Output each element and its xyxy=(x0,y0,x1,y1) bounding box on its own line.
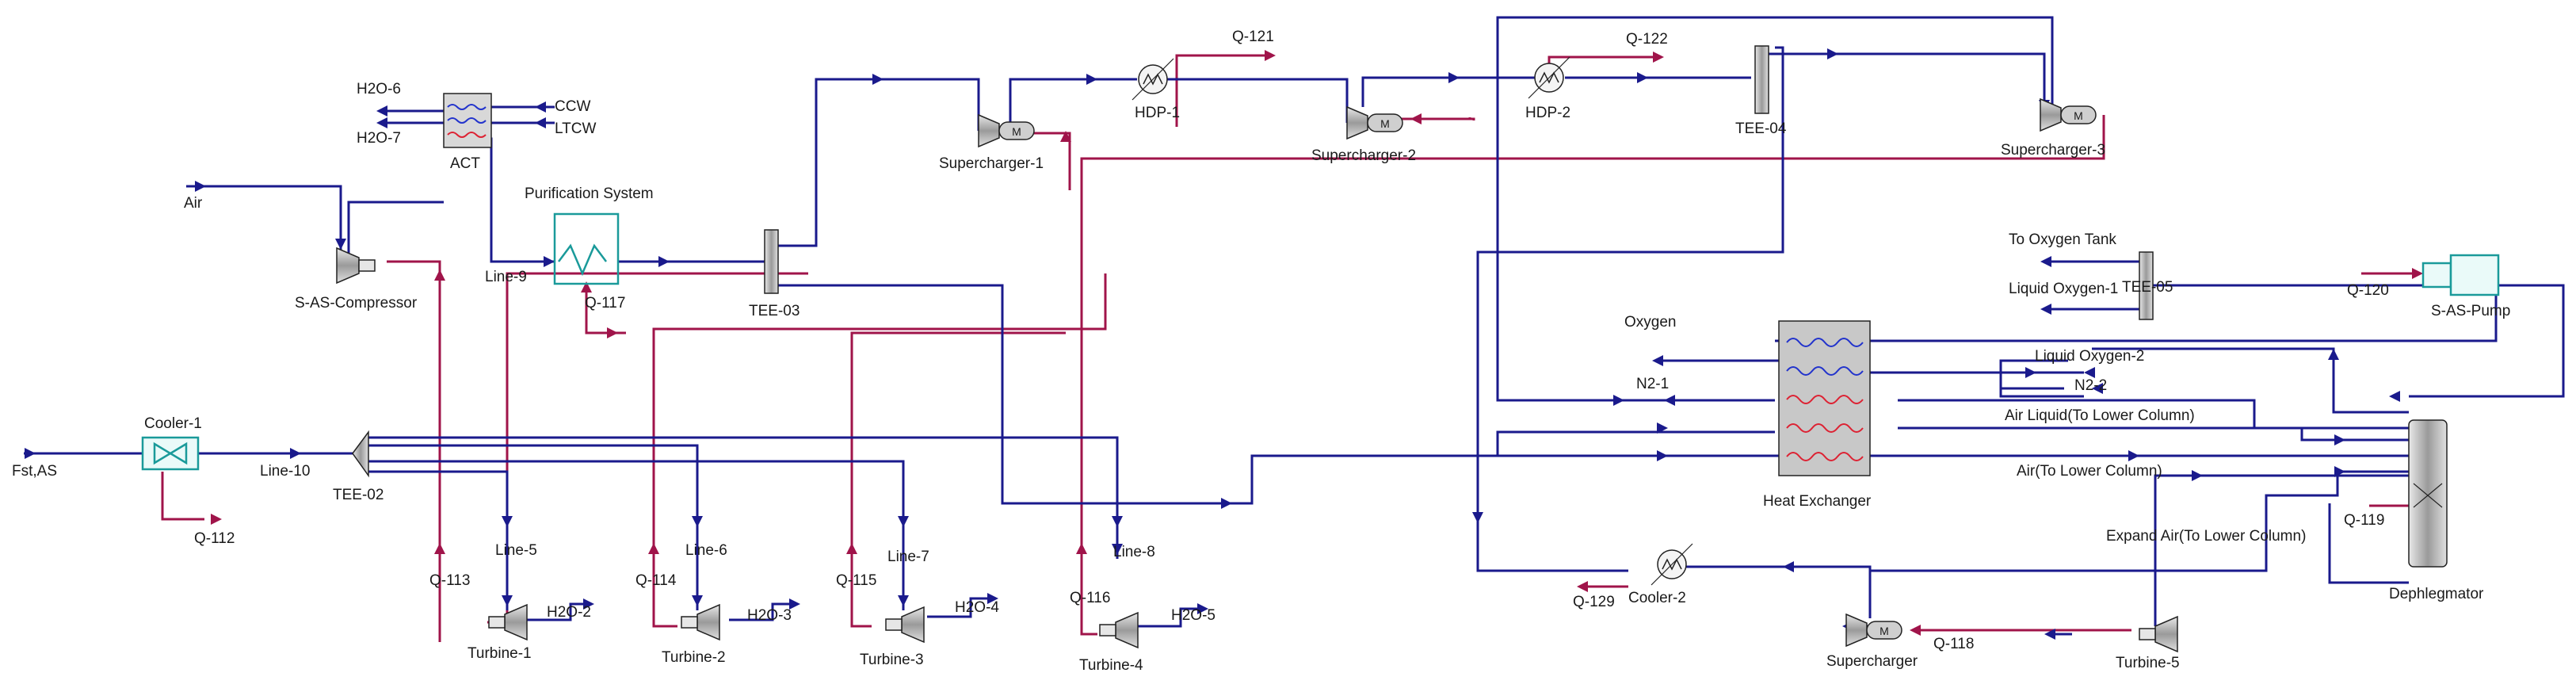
hdp-2-cooler[interactable] xyxy=(1528,56,1570,99)
energy-arrows xyxy=(211,50,2423,636)
material-arrows xyxy=(25,48,2400,640)
label-tee-05: TEE-05 xyxy=(2122,279,2173,296)
label-line-7: Line-7 xyxy=(887,549,929,565)
hdp-1-cooler[interactable] xyxy=(1132,58,1174,101)
label-turbine-4: Turbine-4 xyxy=(1079,657,1143,674)
label-h2o-5: H2O-5 xyxy=(1171,607,1215,624)
label-s-as-compressor: S-AS-Compressor xyxy=(295,295,418,312)
label-supercharger-2: Supercharger-2 xyxy=(1311,147,1416,164)
label-line-5: Line-5 xyxy=(495,542,537,559)
material-streams xyxy=(24,16,2565,636)
label-q-117: Q-117 xyxy=(585,295,625,312)
purification-system[interactable] xyxy=(553,212,620,285)
label-ltcw: LTCW xyxy=(555,120,596,137)
label-cooler-1: Cooler-1 xyxy=(144,415,202,432)
tee-02[interactable] xyxy=(352,430,369,478)
cooler-1[interactable] xyxy=(141,436,200,471)
turbine-2[interactable] xyxy=(681,604,720,640)
label-purification-system: Purification System xyxy=(525,185,654,202)
supercharger-2[interactable] xyxy=(1346,106,1403,140)
turbine-4[interactable] xyxy=(1099,612,1139,648)
label-air: Air xyxy=(184,195,203,212)
label-supercharger-3: Supercharger-3 xyxy=(2001,142,2105,159)
label-cooler-2: Cooler-2 xyxy=(1628,590,1686,606)
label-line-10: Line-10 xyxy=(260,463,310,480)
label-air-to-lower-column: Air(To Lower Column) xyxy=(2017,463,2162,480)
label-tee-04: TEE-04 xyxy=(1735,120,1787,137)
label-q-114: Q-114 xyxy=(635,572,677,589)
label-line-6: Line-6 xyxy=(685,542,727,559)
s-as-compressor[interactable] xyxy=(336,247,376,284)
act-exchanger[interactable] xyxy=(443,93,492,148)
supercharger-1[interactable] xyxy=(978,114,1035,147)
label-ccw: CCW xyxy=(555,98,590,115)
label-q-115: Q-115 xyxy=(836,572,876,589)
label-q-121: Q-121 xyxy=(1232,29,1274,45)
label-h2o-2: H2O-2 xyxy=(547,604,591,621)
label-q-120: Q-120 xyxy=(2347,282,2389,299)
label-turbine-2: Turbine-2 xyxy=(662,649,726,666)
label-act: ACT xyxy=(450,155,480,172)
label-supercharger-1: Supercharger-1 xyxy=(939,155,1044,172)
label-oxygen: Oxygen xyxy=(1624,314,1676,331)
label-hdp-2: HDP-2 xyxy=(1525,105,1570,121)
label-h2o-4: H2O-4 xyxy=(955,599,999,616)
label-turbine-3: Turbine-3 xyxy=(860,652,924,668)
label-q-119: Q-119 xyxy=(2344,512,2384,529)
tee-05[interactable] xyxy=(2139,251,2154,320)
label-q-122: Q-122 xyxy=(1626,31,1668,48)
label-liquid-oxygen-1: Liquid Oxygen-1 xyxy=(2009,281,2118,297)
label-q-118: Q-118 xyxy=(1933,636,1974,652)
label-n2-2: N2-2 xyxy=(2074,377,2107,394)
label-dephlegmator: Dephlegmator xyxy=(2389,586,2484,602)
turbine-3[interactable] xyxy=(885,606,925,643)
label-tee-02: TEE-02 xyxy=(333,487,384,503)
label-hdp-1: HDP-1 xyxy=(1135,105,1180,121)
label-q-112: Q-112 xyxy=(194,530,235,547)
labels: Fst,AS Cooler-1 Line-10 Q-112 TEE-02 Air… xyxy=(12,29,2510,674)
dephlegmator-column[interactable] xyxy=(2408,419,2448,568)
label-fst-as: Fst,AS xyxy=(12,463,57,480)
label-q-116: Q-116 xyxy=(1070,590,1110,606)
label-q-129: Q-129 xyxy=(1573,594,1615,610)
supercharger-3[interactable] xyxy=(2040,98,2097,132)
label-turbine-1: Turbine-1 xyxy=(467,645,532,662)
label-h2o-7: H2O-7 xyxy=(357,130,401,147)
label-turbine-5: Turbine-5 xyxy=(2116,655,2180,671)
label-supercharger: Supercharger xyxy=(1826,653,1918,670)
label-expand-air: Expand Air(To Lower Column) xyxy=(2106,528,2306,545)
label-h2o-6: H2O-6 xyxy=(357,81,401,97)
tee-03[interactable] xyxy=(764,229,779,294)
label-q-113: Q-113 xyxy=(429,572,470,589)
label-h2o-3: H2O-3 xyxy=(747,607,792,624)
cooler-2[interactable] xyxy=(1651,543,1693,586)
s-as-pump[interactable] xyxy=(2421,254,2500,296)
label-liquid-oxygen-2: Liquid Oxygen-2 xyxy=(2035,348,2144,365)
label-air-liquid: Air Liquid(To Lower Column) xyxy=(2005,407,2195,424)
label-line-8: Line-8 xyxy=(1113,544,1155,560)
supercharger-bottom[interactable] xyxy=(1845,614,1902,647)
tee-04[interactable] xyxy=(1754,45,1769,114)
label-heat-exchanger: Heat Exchanger xyxy=(1763,493,1872,510)
label-s-as-pump: S-AS-Pump xyxy=(2431,303,2510,319)
main-heat-exchanger[interactable] xyxy=(1778,320,1871,476)
label-tee-03: TEE-03 xyxy=(749,303,800,319)
label-n2-1: N2-1 xyxy=(1636,376,1669,392)
turbine-5[interactable] xyxy=(2139,616,2178,652)
label-line-9: Line-9 xyxy=(485,269,527,285)
label-to-oxygen-tank: To Oxygen Tank xyxy=(2009,231,2116,248)
